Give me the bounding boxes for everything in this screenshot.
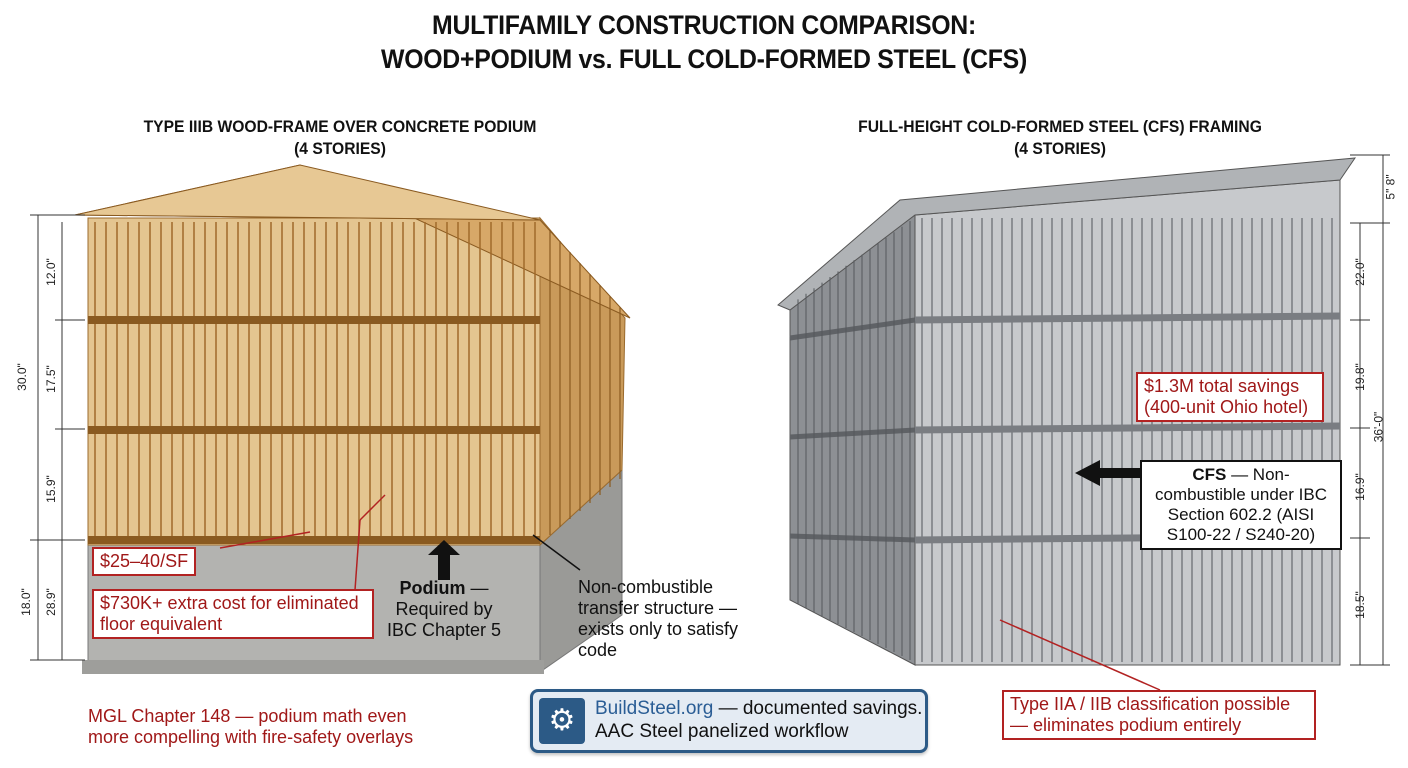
dim-story1: 15.9" (43, 475, 58, 503)
classification-callout: Type IIA / IIB classification possible —… (1002, 690, 1316, 740)
podium-label-bold: Podium (399, 578, 466, 598)
podium-label-rest: — Required by IBC Chapter 5 (386, 578, 502, 640)
cfs-callout-bold: CFS (1192, 465, 1227, 484)
cost-per-sf-callout: $25–40/SF (92, 547, 197, 576)
dim-overall-upper: 30.0" (14, 363, 29, 391)
badge-text: BuildSteel.org — documented savings. AAC… (595, 697, 922, 743)
callout-arrows (219, 460, 1161, 691)
podium-arrow-icon (428, 540, 460, 580)
buildsteel-badge[interactable]: ⚙ BuildSteel.org — documented savings. A… (530, 689, 928, 753)
dim-story2-steel: 16.9" (1352, 473, 1367, 501)
steel-roof (777, 157, 1357, 311)
title-line-2: WOOD+PODIUM vs. FULL COLD-FORMED STEEL (… (381, 44, 1027, 74)
wood-front-face (87, 217, 541, 546)
dim-story3: 12.0" (43, 258, 58, 286)
dim-story4: 22.0" (1352, 258, 1367, 286)
steel-front-face (914, 179, 1341, 666)
savings-callout: $1.3M total savings (400-unit Ohio hotel… (1136, 372, 1324, 422)
dim-overall-steel: 36'-0" (1371, 411, 1386, 443)
right-heading-line2: (4 STORIES) (1014, 139, 1106, 158)
mgl-footnote: MGL Chapter 148 — podium math even more … (88, 706, 414, 747)
right-heading: FULL-HEIGHT COLD-FORMED STEEL (CFS) FRAM… (821, 116, 1299, 160)
left-heading: TYPE IIIB WOOD-FRAME OVER CONCRETE PODIU… (101, 116, 579, 160)
podium-base (82, 660, 544, 674)
right-heading-line1: FULL-HEIGHT COLD-FORMED STEEL (CFS) FRAM… (858, 117, 1262, 136)
dimension-lines (30, 154, 1390, 666)
dim-story1-steel: 18.5" (1352, 591, 1367, 619)
left-heading-line2: (4 STORIES) (294, 139, 386, 158)
dim-story3-steel: 19.8" (1352, 363, 1367, 391)
steel-floor-band (914, 312, 1341, 324)
buildsteel-link[interactable]: BuildSteel.org (595, 698, 714, 719)
cfs-callout: CFS — Non-combustible under IBC Section … (1140, 460, 1342, 550)
cfs-arrow-icon (1075, 460, 1140, 486)
badge-line2: AAC Steel panelized workflow (595, 721, 849, 742)
dim-podium: 28.9" (43, 588, 58, 616)
main-title: MULTIFAMILY CONSTRUCTION COMPARISON: WOO… (56, 8, 1351, 76)
cfs-callout-rest: — Non-combustible under IBC Section 602.… (1155, 465, 1327, 544)
dim-roof: 5" 8" (1383, 174, 1398, 200)
podium-label: Podium — Required by IBC Chapter 5 (384, 578, 504, 641)
extra-cost-callout: $730K+ extra cost for eliminated floor e… (92, 589, 374, 639)
title-line-1: MULTIFAMILY CONSTRUCTION COMPARISON: (432, 10, 976, 40)
transfer-structure-note: Non-combustible transfer structure — exi… (578, 577, 739, 660)
steel-floor-band (914, 422, 1341, 434)
left-heading-line1: TYPE IIIB WOOD-FRAME OVER CONCRETE PODIU… (143, 117, 537, 136)
gears-icon: ⚙ (539, 698, 585, 744)
dim-overall-podium: 18.0" (18, 588, 33, 616)
badge-line1-rest: — documented savings. (713, 698, 923, 719)
dim-story2: 17.5" (43, 365, 58, 393)
roof-gable (74, 164, 541, 221)
